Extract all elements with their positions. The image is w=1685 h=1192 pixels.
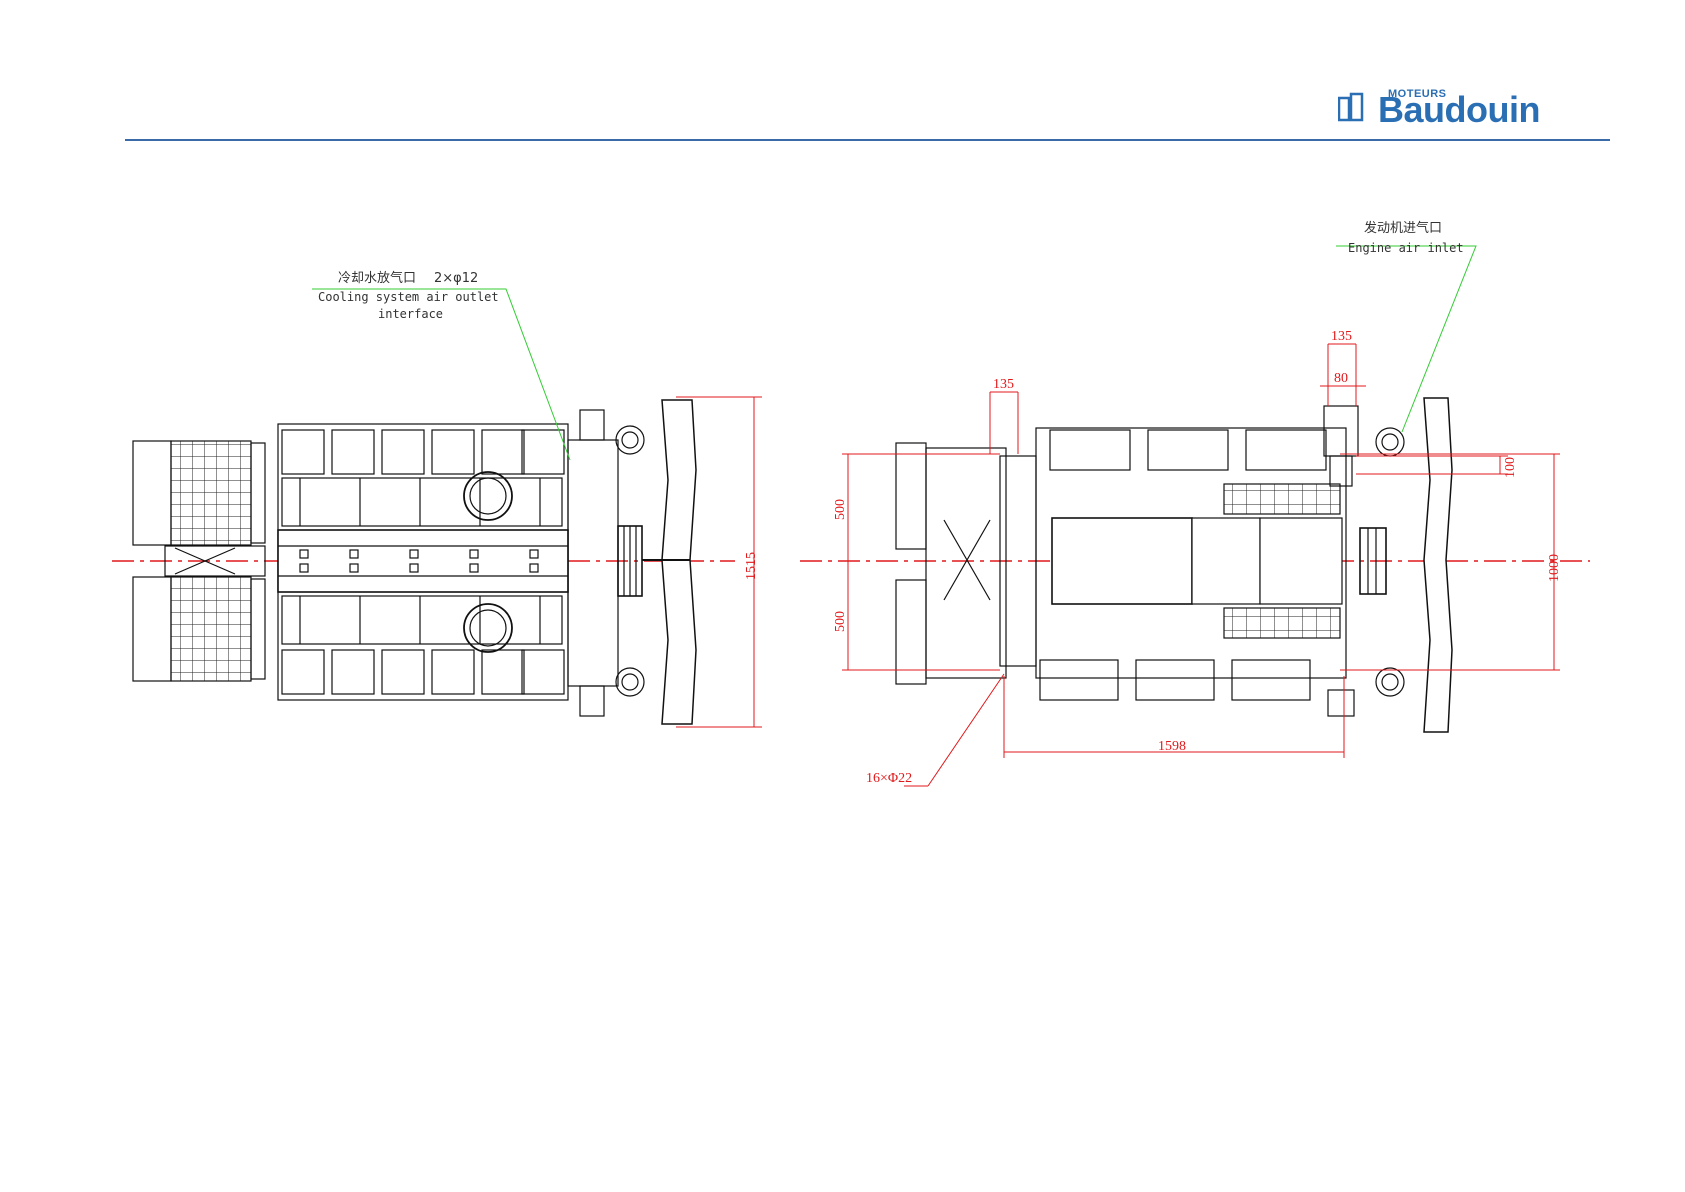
turbo-top — [464, 472, 512, 520]
air-inlet-pipe — [1324, 406, 1358, 456]
engine-top-view — [133, 400, 696, 724]
label-cooling-en-1: Cooling system air outlet — [318, 290, 499, 304]
dim-label-500-bottom: 500 — [833, 611, 848, 632]
label-inlet-en: Engine air inlet — [1348, 241, 1464, 255]
label-holes: 16×Φ22 — [866, 771, 912, 786]
fan-left — [662, 400, 696, 724]
dim-label-mount-135: 135 — [993, 377, 1014, 392]
dim-label-inlet-135: 135 — [1331, 329, 1352, 344]
fan-right — [1424, 398, 1452, 732]
dim-label-1598: 1598 — [1158, 739, 1186, 754]
turbo-bottom — [464, 604, 512, 652]
label-cooling-en-2: interface — [378, 307, 443, 321]
leader-air-inlet — [1336, 246, 1476, 432]
label-inlet-cn: 发动机进气口 — [1364, 220, 1442, 236]
dim-label-1000: 1000 — [1547, 554, 1562, 582]
cylinder-heads-top — [282, 430, 564, 526]
dim-label-1515: 1515 — [744, 552, 759, 580]
dim-label-500-top: 500 — [833, 499, 848, 520]
engine-side-view — [896, 398, 1452, 732]
dim-label-inlet-80: 80 — [1334, 371, 1348, 386]
dim-label-100: 100 — [1503, 457, 1518, 478]
air-filter-top — [133, 441, 265, 545]
cylinder-heads-bottom — [282, 596, 564, 694]
air-filter-bottom — [133, 577, 265, 681]
